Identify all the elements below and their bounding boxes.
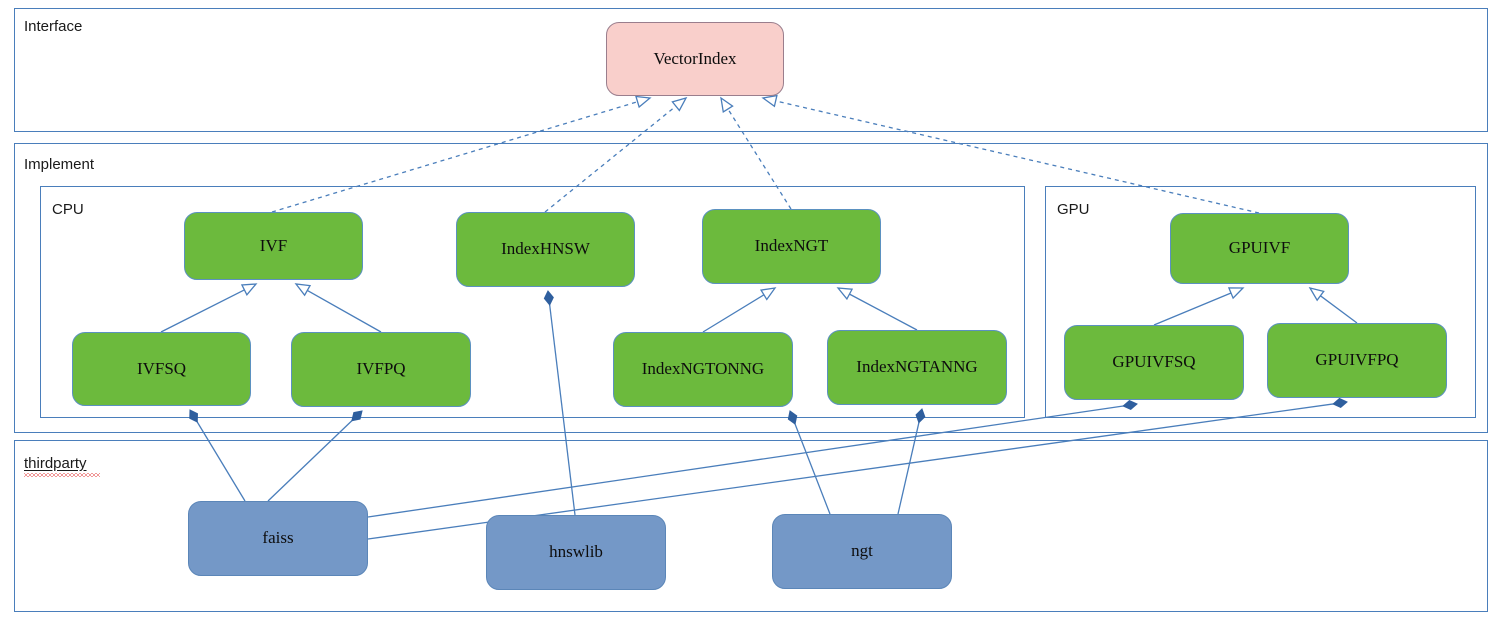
node-label-ivfsq: IVFSQ bbox=[136, 358, 187, 378]
node-ivfsq[interactable]: IVFSQ bbox=[72, 332, 251, 406]
node-label-ngt: ngt bbox=[851, 541, 873, 561]
node-label-ivf: IVF bbox=[259, 235, 288, 255]
node-label-faiss: faiss bbox=[262, 528, 294, 548]
node-indexngtanng[interactable]: IndexNGTANNG bbox=[827, 330, 1007, 405]
node-label-indexhnsw: IndexHNSW bbox=[501, 239, 590, 259]
node-label-ivfpq: IVFPQ bbox=[356, 359, 406, 379]
node-ngt[interactable]: ngt bbox=[772, 514, 952, 589]
spellcheck-squiggle-thirdparty bbox=[24, 473, 100, 477]
node-label-indexngtanng: IndexNGTANNG bbox=[856, 357, 978, 377]
group-label-thirdparty: thirdparty bbox=[24, 455, 87, 472]
node-gpuivfpq[interactable]: GPUIVFPQ bbox=[1267, 323, 1447, 398]
node-indexngtonng[interactable]: IndexNGTONNG bbox=[613, 332, 793, 407]
group-label-interface: Interface bbox=[24, 18, 83, 35]
node-label-gpuivf: GPUIVF bbox=[1228, 238, 1291, 258]
node-gpuivf[interactable]: GPUIVF bbox=[1170, 213, 1349, 284]
node-label-gpuivfpq: GPUIVFPQ bbox=[1315, 350, 1399, 370]
node-label-indexngtonng: IndexNGTONNG bbox=[641, 359, 765, 379]
node-label-gpuivfsq: GPUIVFSQ bbox=[1112, 352, 1196, 372]
node-label-indexngt: IndexNGT bbox=[754, 236, 829, 256]
node-gpuivfsq[interactable]: GPUIVFSQ bbox=[1064, 325, 1244, 400]
node-faiss[interactable]: faiss bbox=[188, 501, 368, 576]
group-label-gpu: GPU bbox=[1057, 201, 1090, 218]
group-label-cpu: CPU bbox=[52, 201, 84, 218]
node-vectorindex[interactable]: VectorIndex bbox=[606, 22, 784, 96]
node-label-hnswlib: hnswlib bbox=[549, 542, 603, 562]
group-label-implement: Implement bbox=[24, 156, 95, 173]
node-label-vectorindex: VectorIndex bbox=[653, 48, 737, 68]
node-indexngt[interactable]: IndexNGT bbox=[702, 209, 881, 284]
node-ivf[interactable]: IVF bbox=[184, 212, 363, 280]
node-hnswlib[interactable]: hnswlib bbox=[486, 515, 666, 590]
node-indexhnsw[interactable]: IndexHNSW bbox=[456, 212, 635, 287]
node-ivfpq[interactable]: IVFPQ bbox=[291, 332, 471, 407]
